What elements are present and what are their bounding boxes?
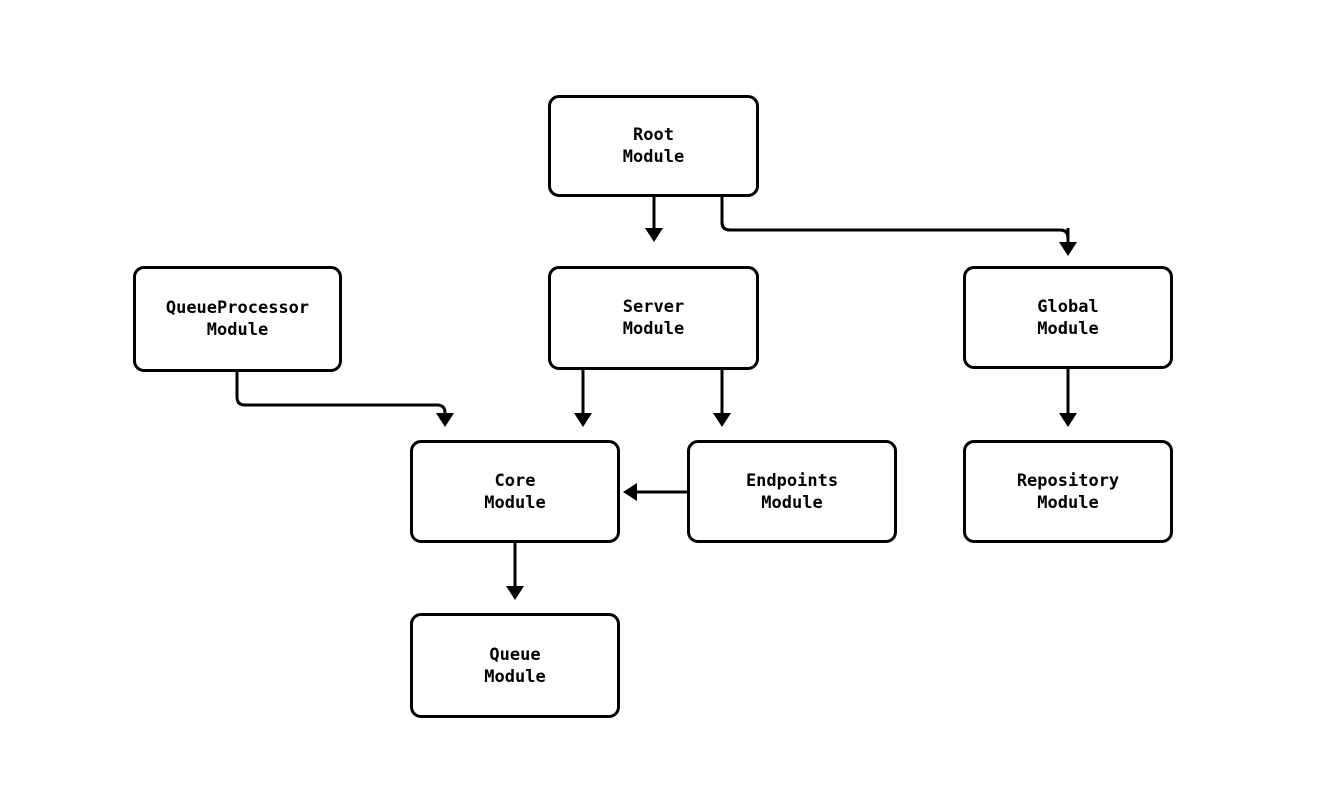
edge-root-to-server [645,197,663,242]
node-queue-module-suffix: Module [484,666,546,687]
node-server-module-suffix: Module [622,319,685,339]
node-core-module[interactable]: Core Module [410,440,620,543]
edge-server-to-core [574,370,592,427]
node-global-module-suffix: Module [1037,318,1099,339]
node-queue-module-name: Queue [489,644,541,665]
node-server-module-name: Server [622,297,685,317]
node-root-module-suffix: Module [622,147,685,167]
edge-core-to-queue [506,543,524,600]
edge-endpoints-to-core [623,483,687,501]
node-queueprocessor-module-name: QueueProcessor [165,298,310,318]
edge-root-to-global [720,197,1077,256]
node-endpoints-module-name: Endpoints [745,470,839,491]
node-queueprocessor-module[interactable]: QueueProcessor Module [133,266,342,372]
node-repository-module-suffix: Module [1037,492,1099,513]
node-queue-module[interactable]: Queue Module [410,613,620,718]
node-endpoints-module-suffix: Module [761,492,823,513]
node-root-module-name: Root [633,125,674,145]
node-root-module[interactable]: Root Module [548,95,759,197]
node-queueprocessor-module-suffix: Module [206,320,269,340]
node-core-module-suffix: Module [484,492,546,513]
node-endpoints-module[interactable]: Endpoints Module [687,440,897,543]
node-repository-module-name: Repository [1016,470,1120,491]
edge-server-to-endpoints [713,370,731,427]
edge-global-to-repository [1059,369,1077,427]
node-global-module[interactable]: Global Module [963,266,1173,369]
node-server-module[interactable]: Server Module [548,266,759,370]
node-global-module-name: Global [1037,296,1099,317]
node-core-module-name: Core [494,470,536,491]
node-repository-module[interactable]: Repository Module [963,440,1173,543]
edge-queueprocessor-to-core [235,372,454,427]
